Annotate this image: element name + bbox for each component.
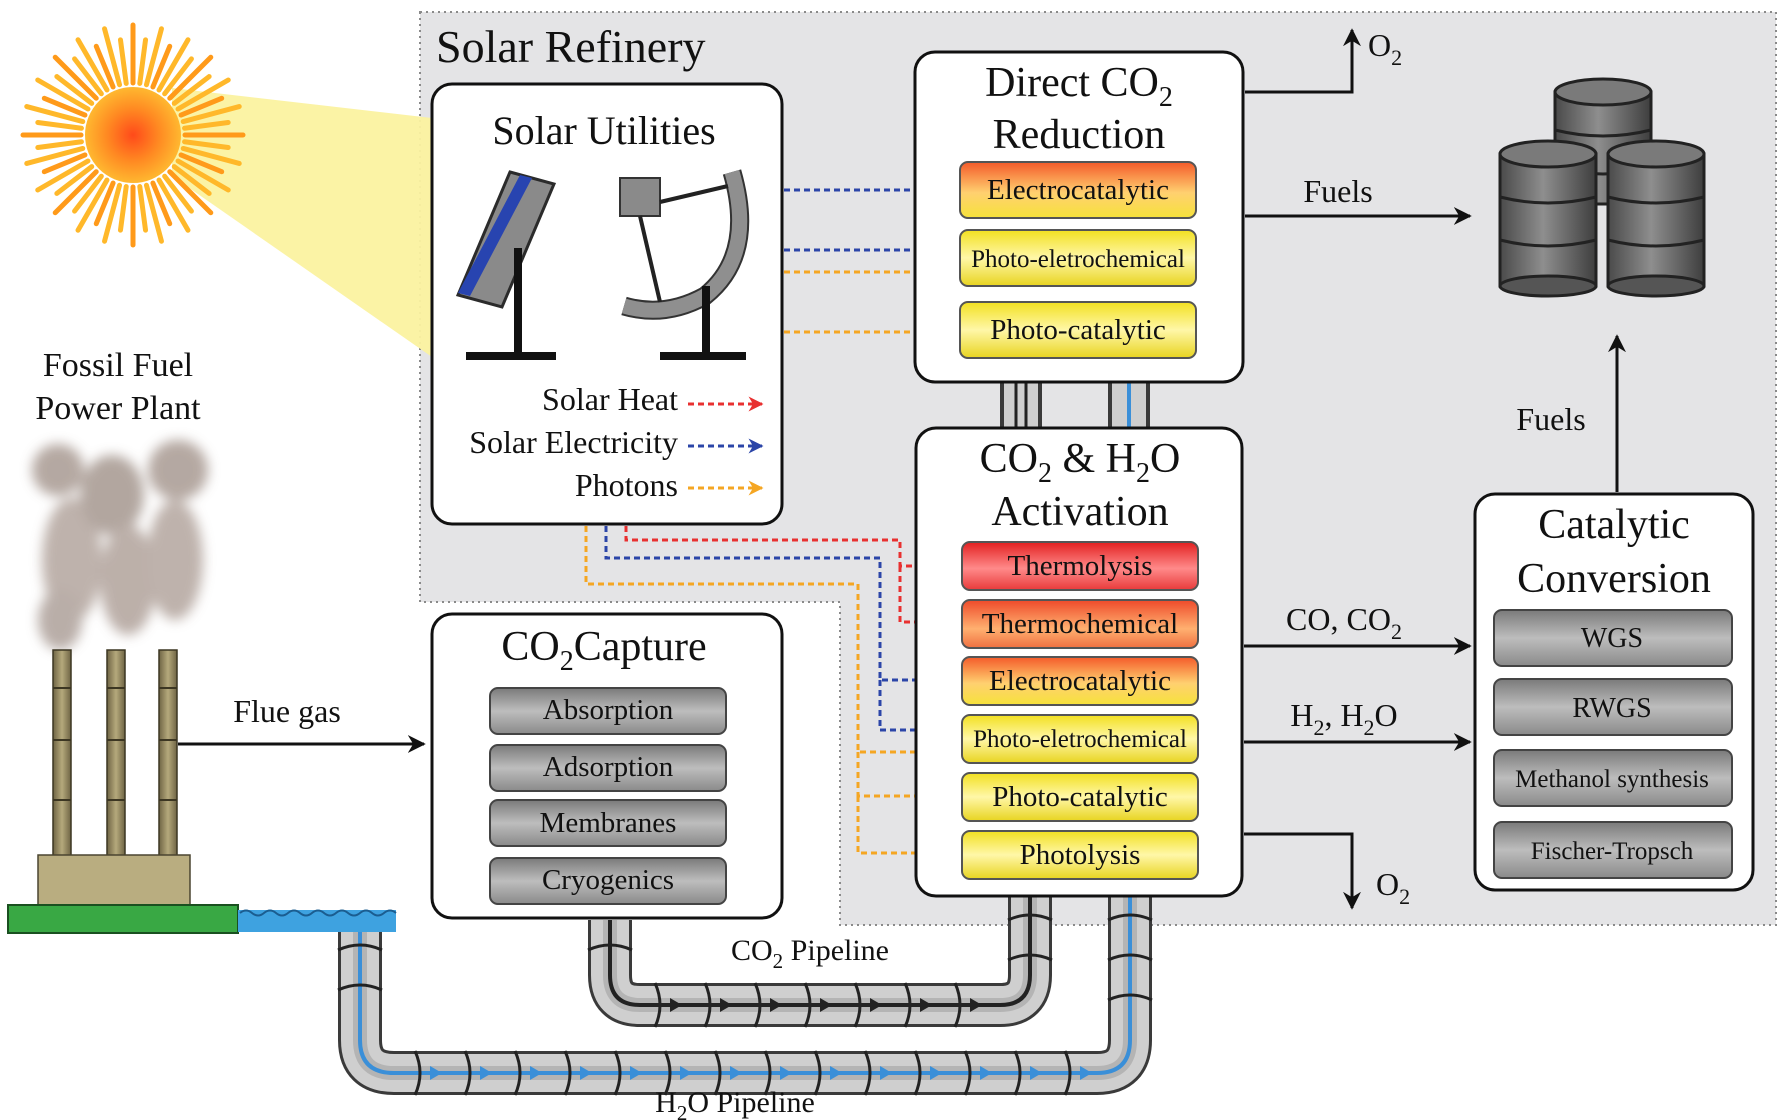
act-item-photo-eletrochemical [961, 714, 1199, 764]
activation-title-line1: CO2 & H2O [980, 436, 1181, 489]
act-item-photo-eletrochemical-label: Photo-eletrochemical [973, 726, 1187, 753]
solar-dish-icon [619, 169, 750, 360]
plant-label-line1: Fossil Fuel [43, 347, 193, 384]
o2-top-label: O2 [1368, 27, 1402, 70]
activation-box: CO2 & H2O Activation Thermolysis Thermoc… [914, 426, 1244, 898]
dr-item-electrocatalytic [959, 161, 1197, 219]
act-item-thermochemical [961, 599, 1199, 649]
co2-pipeline-label: CO2 Pipeline [731, 934, 889, 973]
h2o-pipeline [337, 890, 1153, 1096]
act-item-thermochemical-label: Thermochemical [982, 608, 1178, 640]
cc-item-wgs [1493, 609, 1733, 667]
act-item-thermolysis-label: Thermolysis [1008, 550, 1153, 582]
sun-icon [20, 22, 246, 248]
co2-pipeline [587, 890, 1053, 1028]
co-co2-label: CO, CO2 [1286, 601, 1402, 644]
direct-reduction-title-line1: Direct CO2 [985, 60, 1173, 113]
solar-refinery-title: Solar Refinery [436, 21, 706, 72]
solar-utilities-title: Solar Utilities [492, 108, 715, 153]
factory-icon [7, 440, 239, 934]
flow-electricity-act-electrocatalytic [604, 526, 960, 688]
flue-gas-label: Flue gas [233, 693, 341, 729]
fuel-barrels-icon [1498, 77, 1706, 298]
cc-item-wgs-label: WGS [1581, 623, 1643, 654]
cc-item-methanol-synthesis [1493, 749, 1733, 807]
activation-title-line2: Activation [991, 489, 1168, 535]
sunlight-beam [172, 88, 432, 357]
act-item-photo-catalytic-label: Photo-catalytic [992, 781, 1168, 813]
water-body [238, 909, 397, 932]
act-item-electrocatalytic [961, 656, 1199, 706]
cc-item-fischer-tropsch-label: Fischer-Tropsch [1531, 838, 1694, 865]
act-item-thermolysis [961, 541, 1199, 591]
direct-reduction-box: Direct CO2 Reduction Electrocatalytic Ph… [913, 50, 1245, 384]
capture-item-cryogenics [489, 857, 727, 905]
dr-item-photo-catalytic-label: Photo-catalytic [990, 314, 1166, 346]
dr-item-electrocatalytic-label: Electrocatalytic [987, 174, 1169, 206]
reactor-connectors [1000, 378, 1150, 434]
cc-item-rwgs [1493, 678, 1733, 736]
fuels-right-label: Fuels [1303, 173, 1372, 209]
cc-item-fischer-tropsch [1493, 821, 1733, 879]
capture-item-absorption [489, 687, 727, 735]
capture-item-absorption-label: Absorption [543, 694, 674, 726]
o2-bottom-arrow [1244, 832, 1361, 910]
plant-label-line2: Power Plant [35, 390, 201, 427]
h2o-pipeline-label: H2O Pipeline [655, 1086, 815, 1120]
legend-solar-heat-label: Solar Heat [542, 381, 678, 417]
capture-item-adsorption [489, 744, 727, 792]
dr-item-photo-eletrochemical [959, 229, 1197, 287]
dr-item-photo-catalytic [959, 301, 1197, 359]
act-item-photolysis-label: Photolysis [1020, 839, 1141, 871]
legend-photons-label: Photons [575, 467, 678, 503]
o2-bottom-label: O2 [1376, 866, 1410, 909]
cc-item-methanol-synthesis-label: Methanol synthesis [1515, 766, 1709, 793]
flow-photons-act-photoelectrochemical [584, 526, 960, 760]
act-item-electrocatalytic-label: Electrocatalytic [989, 665, 1171, 697]
dr-item-photo-eletrochemical-label: Photo-eletrochemical [971, 246, 1185, 273]
act-item-photo-catalytic [961, 772, 1199, 822]
direct-reduction-title-line2: Reduction [993, 112, 1166, 158]
catalytic-title-line2: Conversion [1517, 556, 1711, 602]
co2-capture-title: CO2Capture [501, 624, 706, 677]
fuels-up-label: Fuels [1516, 401, 1585, 437]
cc-item-rwgs-label: RWGS [1572, 693, 1651, 724]
h2-h2o-label: H2, H2O [1290, 697, 1397, 740]
solar-panel-icon [455, 170, 557, 360]
catalytic-title-line1: Catalytic [1538, 502, 1690, 548]
capture-item-adsorption-label: Adsorption [543, 751, 674, 783]
capture-item-membranes [489, 799, 727, 847]
solar-utilities-box: Solar Utilities Solar Heat Solar Electri… [430, 82, 784, 526]
capture-item-membranes-label: Membranes [540, 807, 677, 839]
co2-capture-box: CO2Capture Absorption Adsorption Membran… [430, 612, 784, 920]
process-flow-arrows [178, 28, 1626, 910]
capture-item-cryogenics-label: Cryogenics [542, 864, 674, 896]
catalytic-conversion-box: Catalytic Conversion WGS RWGS Methanol s… [1473, 492, 1755, 892]
legend-solar-electricity-label: Solar Electricity [469, 424, 678, 460]
act-item-photolysis [961, 830, 1199, 880]
o2-top-arrow [1245, 28, 1361, 94]
